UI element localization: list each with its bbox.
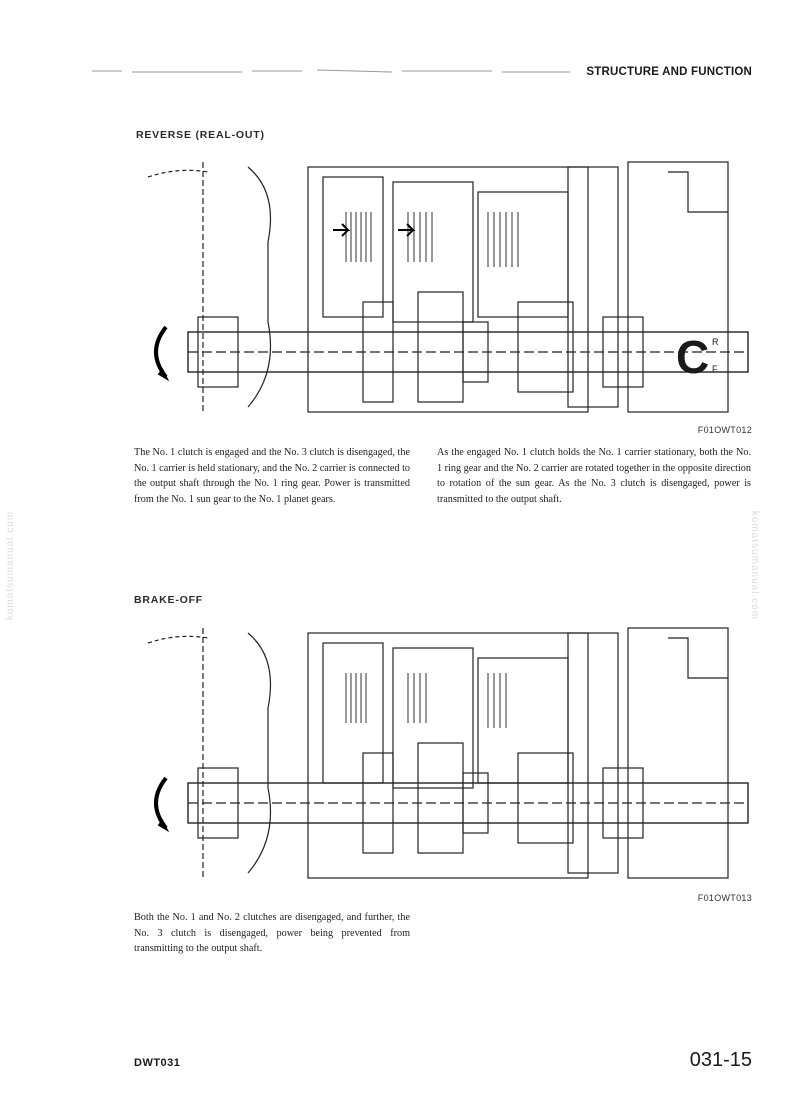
header-scan-noise — [92, 69, 570, 73]
figure-2-diagram — [147, 627, 749, 879]
figure-1-rotation-symbol: C — [676, 331, 710, 383]
figure-1-rotation-top-label: R — [712, 337, 719, 347]
figure-2-title: BRAKE-OFF — [134, 594, 204, 606]
watermark-right: komatsumanual.com — [749, 510, 761, 621]
figure-1-diagram — [147, 161, 749, 413]
section-header-title: STRUCTURE AND FUNCTION — [586, 66, 752, 78]
figure-1-title: REVERSE (REAL-OUT) — [136, 129, 265, 141]
figure-1-text-left: The No. 1 clutch is engaged and the No. … — [134, 447, 410, 505]
figure-1-id: F01OWT012 — [697, 425, 752, 435]
figure-1-rotation-bottom-label: F — [712, 364, 718, 374]
footer-doc-code: DWT031 — [134, 1057, 181, 1069]
watermark-left: komatsumanual.com — [5, 510, 17, 621]
figure-1-text-right: As the engaged No. 1 clutch holds the No… — [437, 447, 751, 505]
figure-2-id: F01OWT013 — [697, 893, 752, 903]
footer-page-number: 031-15 — [689, 1049, 752, 1071]
figure-2-text-left: Both the No. 1 and No. 2 clutches are di… — [134, 912, 410, 955]
